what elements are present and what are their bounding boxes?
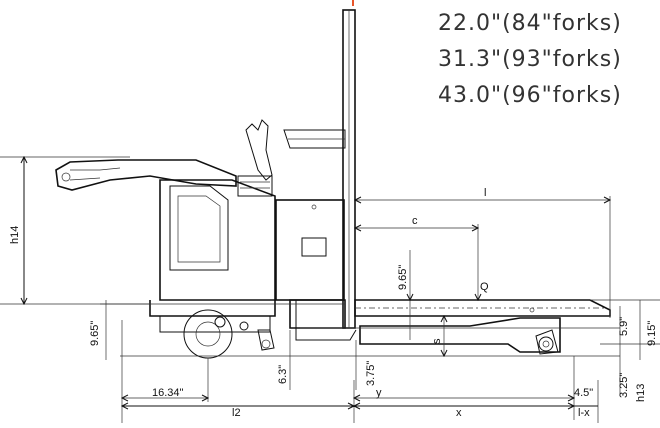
fork-note-84: 22.0"(84"forks) <box>438 11 622 36</box>
label-s: s <box>431 338 443 344</box>
label-x: x <box>456 407 462 419</box>
dimension-lines <box>0 155 660 423</box>
fork-note-96: 43.0"(96"forks) <box>438 83 622 108</box>
truck-body <box>55 9 611 359</box>
label-l-x: l-x <box>578 407 590 419</box>
label-l2: l2 <box>232 407 241 419</box>
label-y: y <box>376 387 382 399</box>
label-16-34: 16.34" <box>152 387 184 399</box>
label-5-9: 5.9" <box>618 317 630 336</box>
label-h14: h14 <box>9 226 21 244</box>
label-3-75: 3.75" <box>365 361 377 386</box>
label-9-15: 9.15" <box>646 321 658 346</box>
fork-note-93: 31.3"(93"forks) <box>438 47 622 72</box>
label-h13: h13 <box>635 384 647 402</box>
label-4-5: 4.5" <box>574 387 593 399</box>
label-l: l <box>484 187 486 199</box>
label-c: c <box>412 215 418 227</box>
label-9-65-mid: 9.65" <box>397 265 409 290</box>
label-6-3: 6.3" <box>277 365 289 384</box>
label-Q: Q <box>480 281 489 293</box>
label-9-65-left: 9.65" <box>89 321 101 346</box>
label-3-25: 3.25" <box>618 373 630 398</box>
